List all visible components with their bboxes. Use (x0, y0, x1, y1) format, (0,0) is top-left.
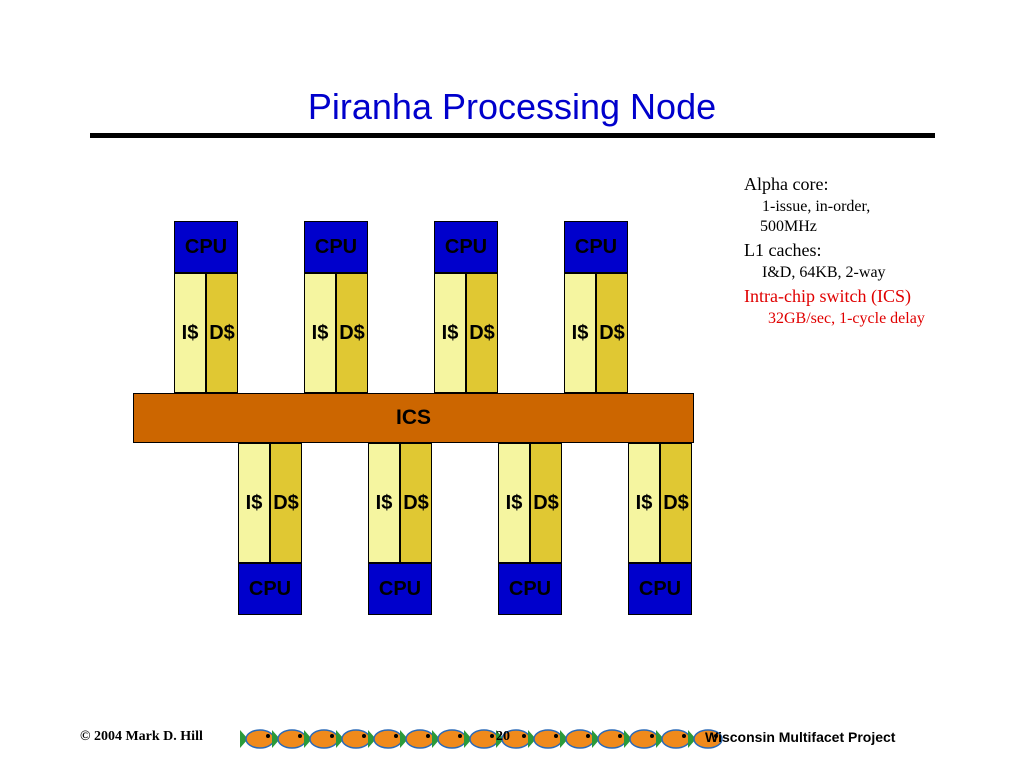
dcache-block: D$ (336, 273, 368, 393)
icache-block: I$ (304, 273, 336, 393)
icache-block: I$ (368, 443, 400, 563)
slide-title: Piranha Processing Node (307, 86, 717, 127)
cpu-block: CPU (238, 563, 302, 615)
cpu-block: CPU (174, 221, 238, 273)
cpu-block: CPU (434, 221, 498, 273)
fish-icon (336, 729, 371, 749)
fish-icon (592, 729, 627, 749)
icache-block: I$ (628, 443, 660, 563)
fish-icon (272, 729, 307, 749)
dcache-block: D$ (206, 273, 238, 393)
title-rule (90, 133, 935, 138)
fish-icon (496, 729, 531, 749)
note-ics-heading: Intra-chip switch (ICS) (744, 286, 911, 306)
fish-icon (624, 729, 659, 749)
fish-icon (432, 729, 467, 749)
fish-icon (560, 729, 595, 749)
cpu-block: CPU (564, 221, 628, 273)
note-l1-caches: L1 caches: (744, 240, 822, 260)
dcache-block: D$ (270, 443, 302, 563)
ics-bar: ICS (133, 393, 694, 443)
dcache-block: D$ (530, 443, 562, 563)
note-l1-detail: I&D, 64KB, 2-way (762, 264, 886, 281)
page-number: 20 (496, 729, 510, 744)
icache-block: I$ (498, 443, 530, 563)
fish-icon (464, 729, 499, 749)
fish-icon (688, 729, 723, 749)
cpu-block: CPU (368, 563, 432, 615)
fish-icon (240, 729, 275, 749)
footer-copyright: © 2004 Mark D. Hill (80, 729, 203, 744)
notes-panel: Alpha core: 1-issue, in-order, 500MHz L1… (744, 172, 1014, 330)
dcache-block: D$ (400, 443, 432, 563)
fish-icon (656, 729, 691, 749)
fish-icon (368, 729, 403, 749)
footer-project: Wisconsin Multifacet Project (705, 729, 896, 745)
icache-block: I$ (238, 443, 270, 563)
fish-icon (400, 729, 435, 749)
note-alpha-detail-1: 1-issue, in-order, (762, 198, 871, 215)
note-alpha-core: Alpha core: (744, 174, 829, 194)
note-ics-detail: 32GB/sec, 1-cycle delay (768, 310, 925, 327)
icache-block: I$ (564, 273, 596, 393)
fish-icon (528, 729, 563, 749)
fish-banner-icon (240, 729, 723, 749)
fish-icon (304, 729, 339, 749)
note-alpha-detail-2: 500MHz (760, 218, 817, 235)
dcache-block: D$ (596, 273, 628, 393)
cpu-block: CPU (304, 221, 368, 273)
icache-block: I$ (174, 273, 206, 393)
cpu-block: CPU (628, 563, 692, 615)
dcache-block: D$ (660, 443, 692, 563)
cpu-block: CPU (498, 563, 562, 615)
icache-block: I$ (434, 273, 466, 393)
dcache-block: D$ (466, 273, 498, 393)
